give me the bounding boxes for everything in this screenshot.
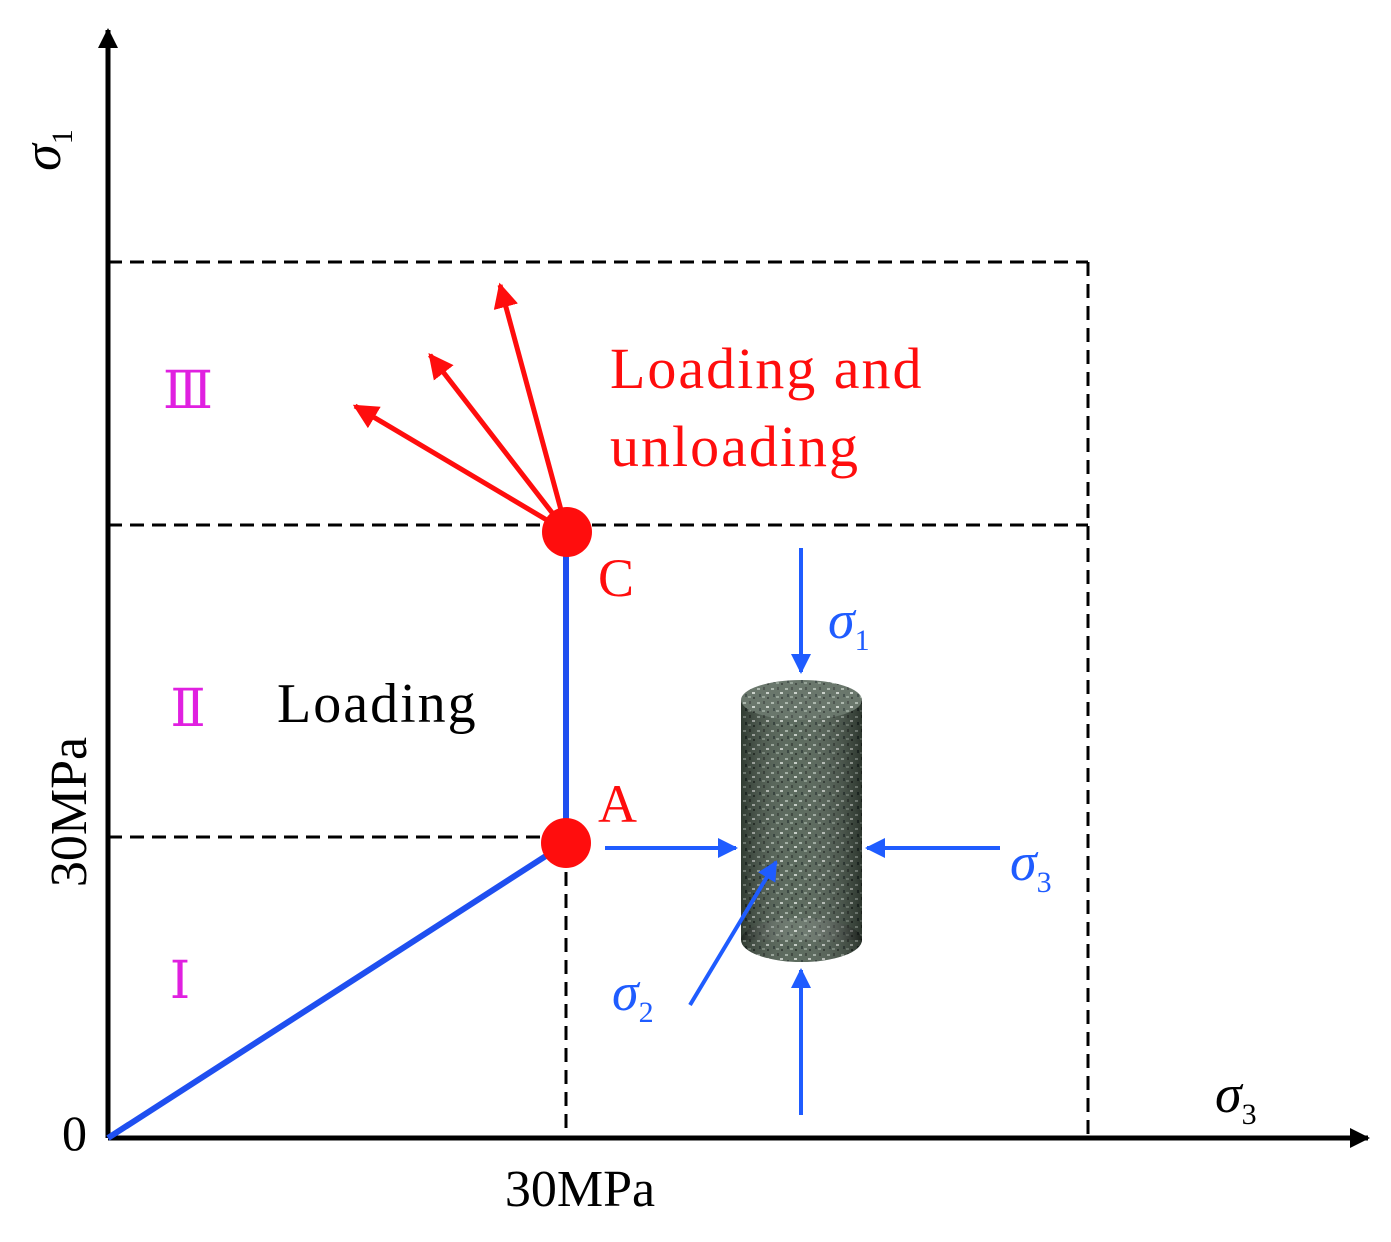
sigma1-label: σ1 [828, 590, 870, 657]
y-tick-label-wrap: 30MPa [41, 737, 98, 887]
region-3-description-line-2: unloading [610, 414, 860, 479]
unload-arrow-3 [493, 282, 570, 533]
y-axis-label: σ1 [12, 129, 79, 171]
unload-arrow-1 [352, 403, 569, 535]
sigma2-label: σ2 [612, 962, 654, 1029]
sigma2-arrow [688, 860, 778, 1007]
unload-arrows [352, 282, 570, 535]
specimen-stress-arrows [605, 548, 1000, 1115]
sigma3-label: σ3 [1010, 832, 1052, 899]
unload-arrow-2 [428, 353, 569, 534]
x-axis-label: σ3 [1215, 1064, 1257, 1131]
point-c-marker [542, 507, 592, 557]
rock-cylinder-specimen-icon [741, 680, 862, 962]
region-grid [108, 260, 1090, 1138]
point-a-marker [541, 818, 591, 868]
region-2-description: Loading [277, 673, 478, 735]
x-tick-label: 30MPa [505, 1161, 655, 1218]
region-numeral-3: Ⅲ [163, 363, 213, 420]
point-c-label: C [598, 548, 634, 608]
y-tick-label: 30MPa [41, 737, 98, 887]
point-a-label: A [598, 774, 637, 834]
region-3-description-line-1: Loading and [610, 336, 924, 401]
origin-label: 0 [62, 1105, 87, 1161]
svg-text:σ1: σ1 [12, 129, 79, 171]
region-numeral-1: Ⅰ [170, 953, 191, 1010]
region-numeral-2: Ⅱ [170, 681, 205, 738]
